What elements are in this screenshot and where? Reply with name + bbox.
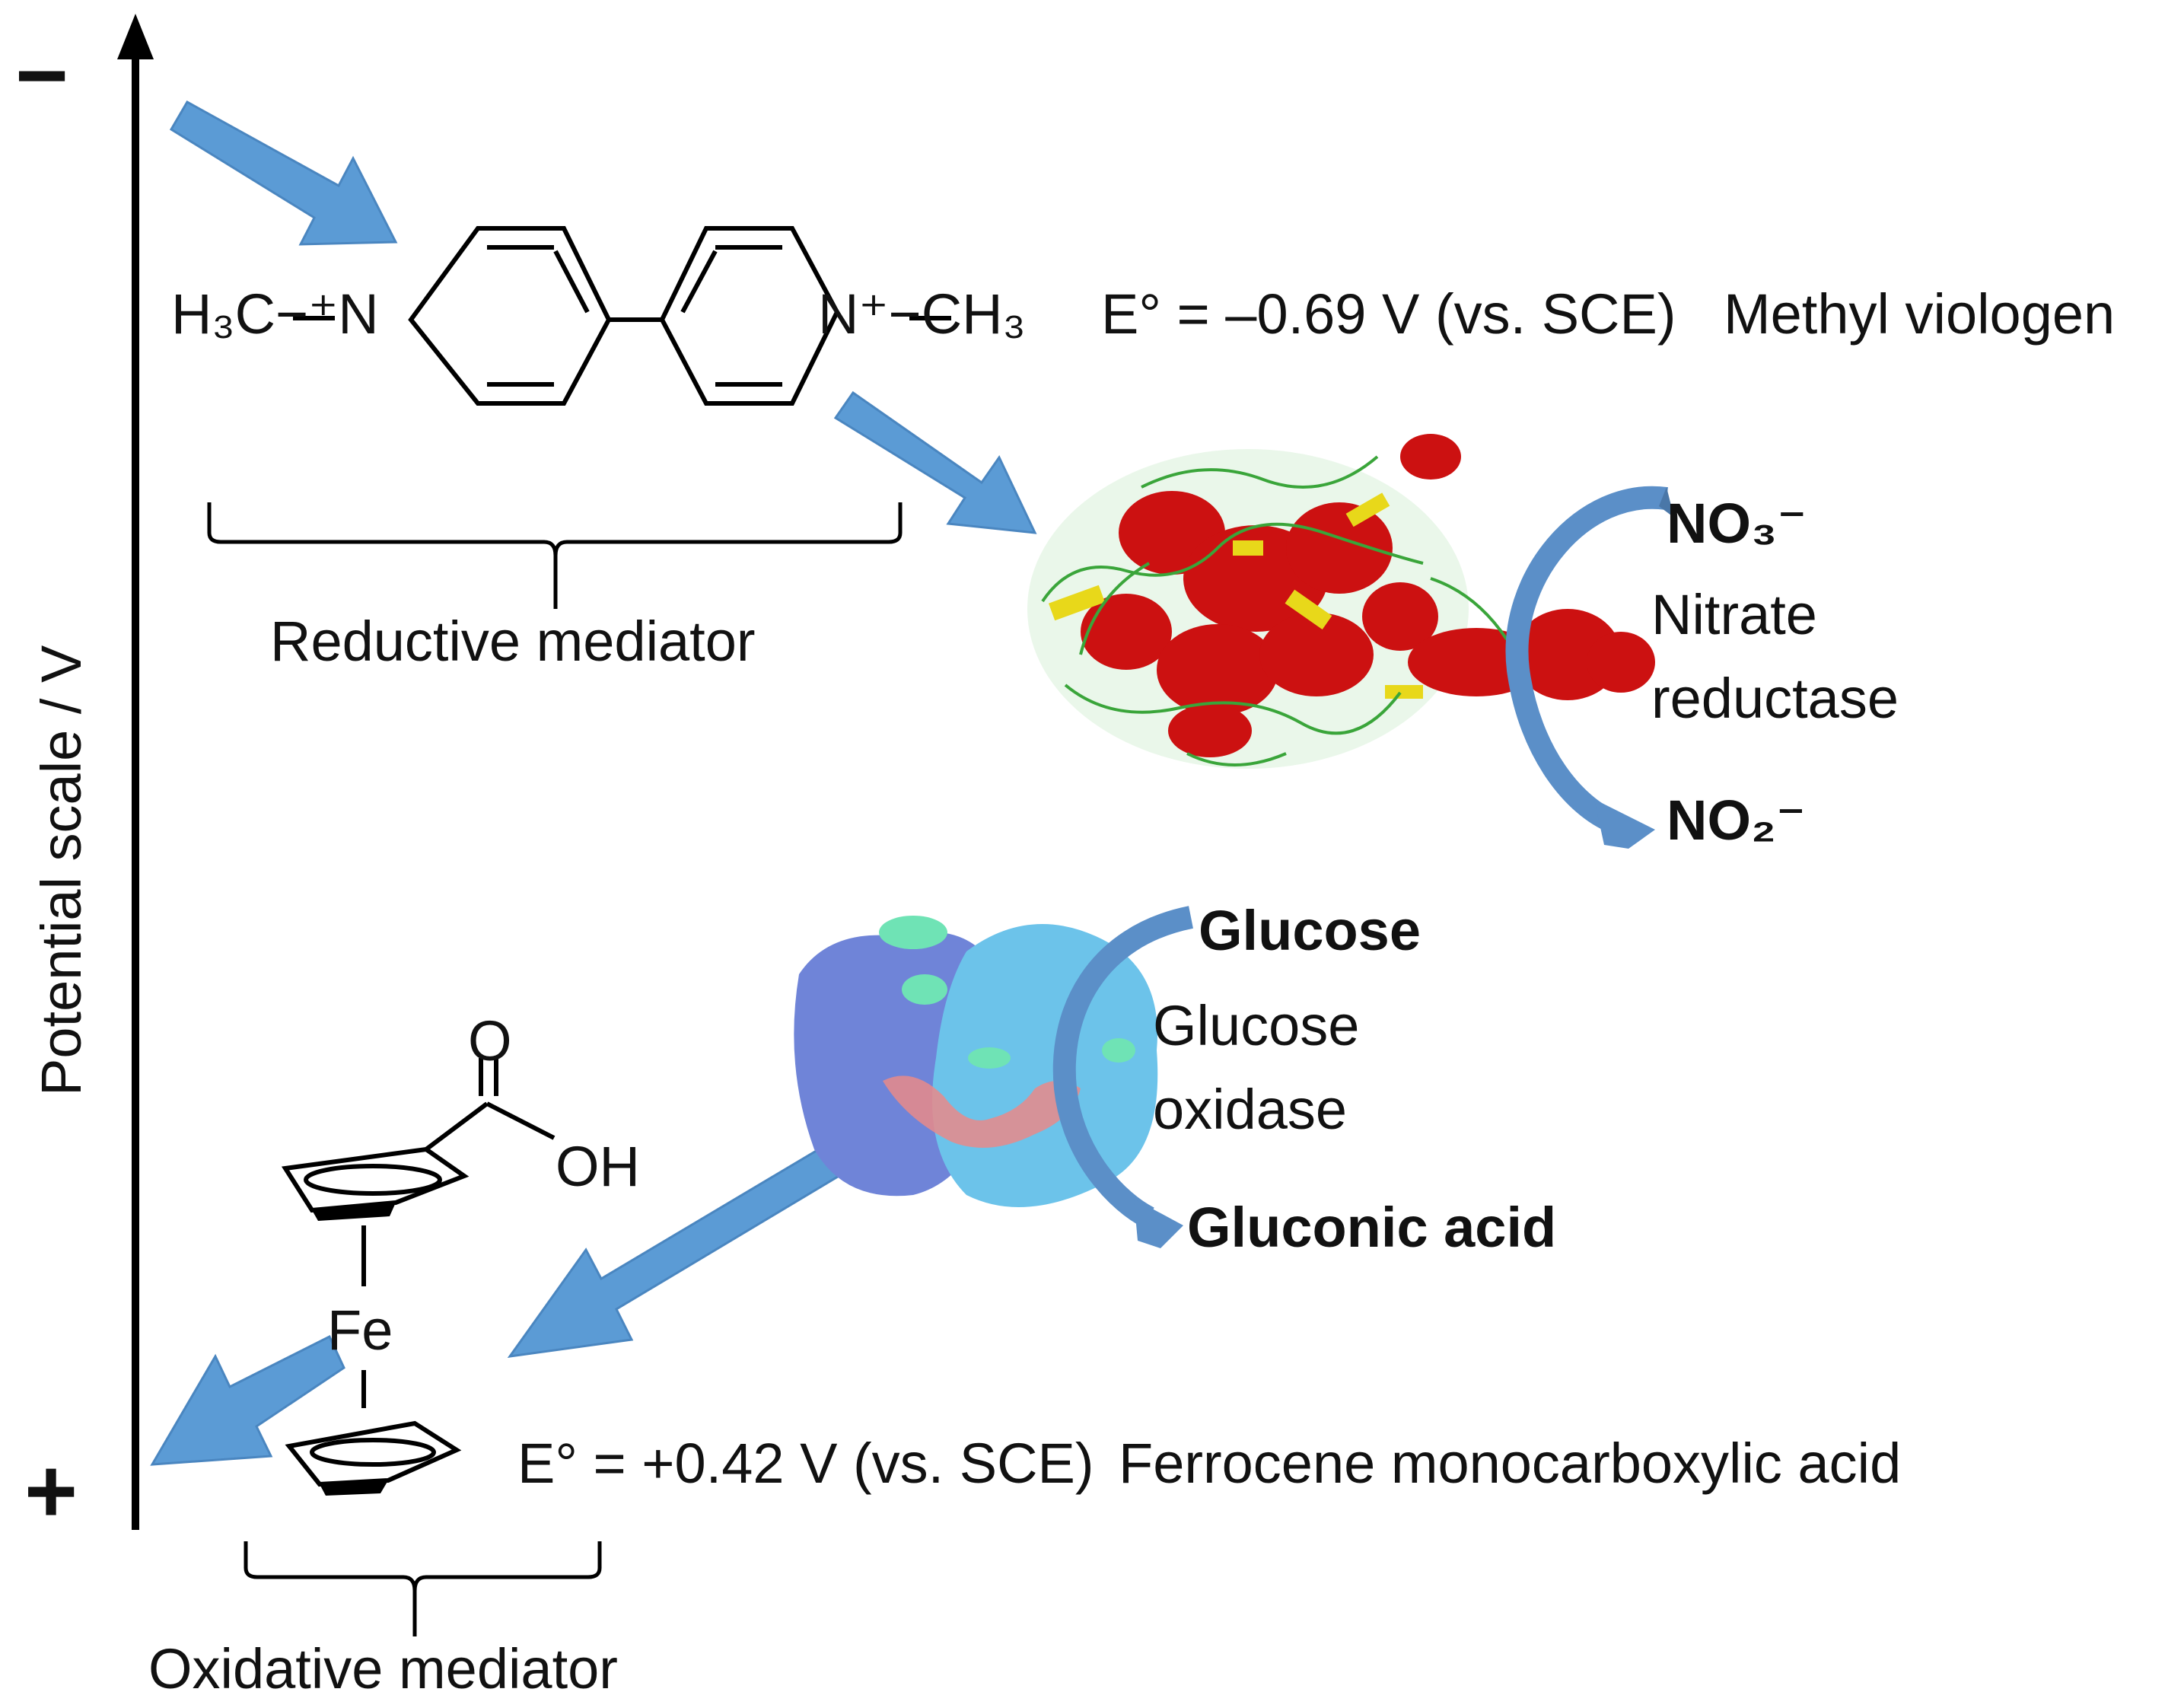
glucose-oxidase-name-2: oxidase <box>1153 1078 1348 1141</box>
ferrocene-name: Ferrocene monocarboxylic acid <box>1119 1432 1902 1495</box>
gluconic-acid-product: Gluconic acid <box>1187 1196 1557 1259</box>
glucose-oxidase-structure <box>794 916 1158 1207</box>
nitrate-reductase-structure <box>1027 434 1655 769</box>
viologen-name: Methyl viologen <box>1724 282 2116 346</box>
nitrate-reductase-name-2: reductase <box>1651 667 1899 730</box>
electron-flow-arrows <box>150 100 1037 1466</box>
ferrocene-potential: E° = +0.42 V (vs. SCE) <box>517 1432 1094 1495</box>
axis-negative-sign: − <box>15 24 69 126</box>
glucose-reaction-arrow <box>1052 906 1194 1248</box>
nitrate-substrate: NO₃⁻ <box>1667 492 1807 555</box>
methyl-viologen-structure <box>293 226 951 406</box>
viologen-right-group: N⁺−CH₃ <box>818 282 1026 346</box>
potential-axis <box>117 14 154 1530</box>
reductive-mediator-label: Reductive mediator <box>270 610 756 673</box>
glucose-substrate: Glucose <box>1199 899 1421 962</box>
ferrocene-oh-label: OH <box>556 1135 640 1198</box>
reductive-mediator-brace <box>207 502 903 609</box>
nitrate-reaction-arrow <box>1505 486 1674 849</box>
glucose-oxidase-name-1: Glucose <box>1153 994 1360 1057</box>
axis-positive-sign: + <box>24 1440 78 1542</box>
ferrocene-fe-label: Fe <box>327 1299 393 1362</box>
axis-label: Potential scale / V <box>30 645 93 1096</box>
arrow-ferrocene-to-axis <box>150 1334 345 1466</box>
oxidative-mediator-label: Oxidative mediator <box>148 1637 618 1700</box>
nitrite-product: NO₂⁻ <box>1667 789 1806 852</box>
viologen-potential: E° = –0.69 V (vs. SCE) <box>1101 282 1676 346</box>
oxidative-mediator-brace <box>244 1541 602 1636</box>
ferrocene-o-label: O <box>468 1009 512 1072</box>
ferrocene-structure <box>281 1058 556 1496</box>
nitrate-reductase-name-1: Nitrate <box>1651 583 1817 646</box>
viologen-left-group: H₃C−⁺N <box>171 282 379 346</box>
arrow-axis-to-viologen <box>169 100 398 246</box>
arrow-viologen-to-nitrate-reductase <box>833 390 1037 534</box>
